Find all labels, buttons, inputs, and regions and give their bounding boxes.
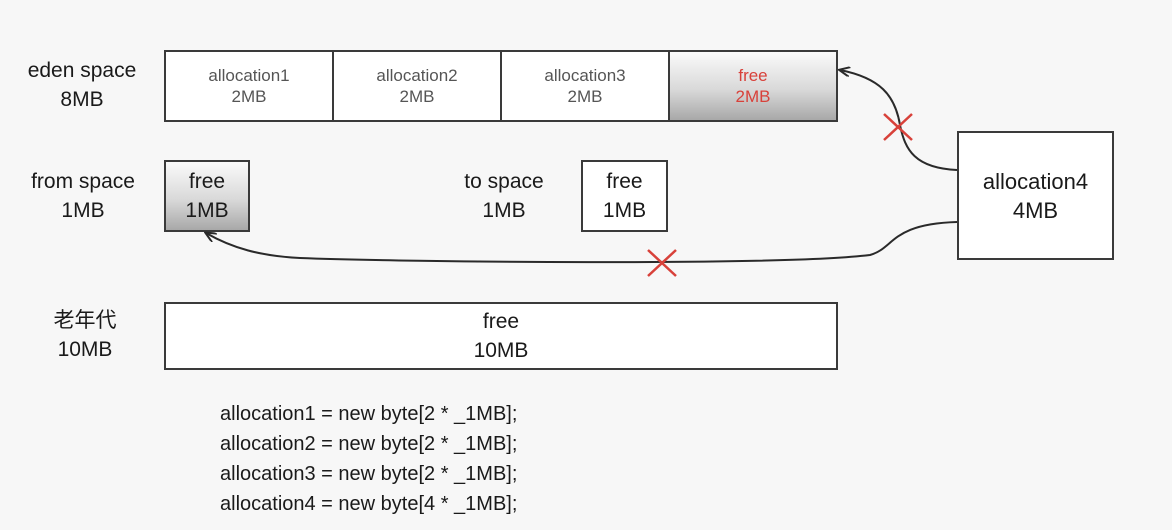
eden-cell-name: free (738, 66, 768, 85)
arrow-to-eden-free (840, 70, 958, 171)
to-space-label-name: to space (464, 170, 544, 193)
code-line: allocation3 = new byte[2 * _1MB]; (220, 463, 518, 485)
eden-space-label-name: eden space (27, 59, 137, 82)
old-generation-label-size: 10MB (57, 338, 113, 361)
from-space-block-state: free (188, 170, 226, 193)
from-space-block-size: 1MB (185, 199, 229, 222)
old-generation-label-name: 老年代 (53, 309, 117, 332)
old-generation-block-size: 10MB (473, 339, 529, 362)
eden-cell-size: 2MB (399, 87, 435, 106)
eden-cell-size: 2MB (735, 87, 771, 106)
to-space-block-size: 1MB (602, 199, 647, 222)
eden-cell-name: allocation1 (208, 66, 290, 85)
eden-cell-allocation3: allocation3 2MB (502, 52, 670, 120)
eden-space-block: allocation1 2MB allocation2 2MB allocati… (164, 50, 838, 122)
eden-cell-size: 2MB (231, 87, 267, 106)
from-space-label: from space 1MB (18, 167, 148, 225)
cross-icon (647, 249, 677, 277)
eden-cell-allocation1: allocation1 2MB (166, 52, 334, 120)
eden-cell-free: free 2MB (670, 52, 836, 120)
allocation4-name: allocation4 (982, 168, 1089, 194)
allocation-code-snippet: allocation1 = new byte[2 * _1MB]; alloca… (220, 399, 517, 519)
code-line: allocation2 = new byte[2 * _1MB]; (220, 433, 518, 455)
eden-cell-size: 2MB (567, 87, 603, 106)
eden-space-label: eden space 8MB (14, 56, 150, 114)
eden-space-label-size: 8MB (60, 88, 104, 111)
old-generation-label: 老年代 10MB (30, 306, 140, 364)
code-line: allocation1 = new byte[2 * _1MB]; (220, 403, 518, 425)
old-generation-block-state: free (482, 310, 520, 333)
to-space-block-state: free (606, 170, 643, 193)
eden-cell-allocation2: allocation2 2MB (334, 52, 502, 120)
from-space-label-size: 1MB (61, 199, 105, 222)
eden-cell-name: allocation2 (376, 66, 458, 85)
eden-cell-name: allocation3 (544, 66, 626, 85)
code-line: allocation4 = new byte[4 * _1MB]; (220, 493, 518, 515)
arrow-to-from-space (206, 221, 958, 264)
allocation4-size: 4MB (1012, 197, 1059, 223)
from-space-label-name: from space (31, 170, 135, 193)
allocation4-block: allocation4 4MB (957, 131, 1114, 260)
from-space-block: free 1MB (164, 160, 250, 232)
cross-icon (883, 113, 913, 141)
old-generation-block: free 10MB (164, 302, 838, 370)
to-space-block: free 1MB (581, 160, 668, 232)
to-space-label: to space 1MB (450, 167, 558, 225)
to-space-label-size: 1MB (482, 199, 526, 222)
